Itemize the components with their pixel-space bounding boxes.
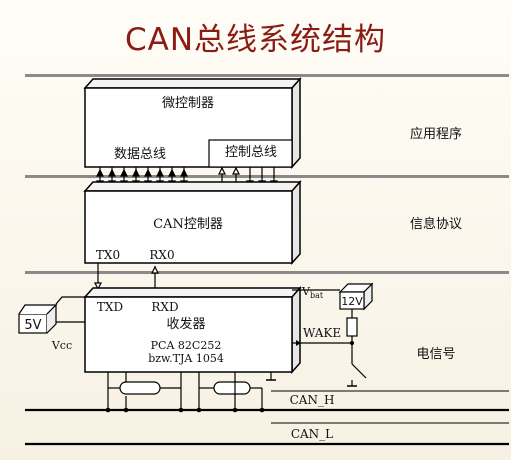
- tx0-label: TX0: [96, 248, 120, 262]
- can-bus-lines: CAN_H CAN_L: [25, 390, 509, 446]
- layer-label-protocol: 信息协议: [410, 216, 462, 232]
- termination-resistor-2: [213, 381, 251, 395]
- vcc-label: Vcc: [51, 339, 72, 352]
- vbat-label: Vbat: [301, 285, 324, 300]
- txd-label: TXD: [97, 300, 123, 314]
- separator-protocol-physical: [25, 271, 509, 274]
- layer-label-physical: 电信号: [416, 347, 455, 362]
- battery-wake-circuit: Vbat 12V WAKE: [266, 282, 374, 387]
- control-bus-label: 控制总线: [225, 145, 277, 160]
- separator-top: [25, 74, 509, 77]
- part-number-2: bzw.TJA 1054: [148, 352, 224, 365]
- can-controller-label: CAN控制器: [153, 217, 223, 232]
- layer-labels: 应用程序 信息协议 电信号: [410, 126, 462, 362]
- can-controller-box: [84, 190, 293, 264]
- can-controller-block: CAN控制器 TX0 RX0: [83, 180, 302, 265]
- txrx-lines: [94, 263, 159, 292]
- separator-app-protocol: [25, 175, 509, 178]
- rx0-label: RX0: [149, 248, 174, 262]
- can-l-label: CAN_L: [291, 427, 333, 441]
- wake-resistor: [346, 317, 358, 337]
- supply-5v-label: 5V: [24, 318, 41, 333]
- wake-switch: [351, 363, 367, 379]
- can-h-label: CAN_H: [290, 393, 335, 407]
- bus-termination: [107, 372, 263, 410]
- supply-12v-label: 12V: [341, 295, 363, 308]
- microcontroller-block: 微控制器 数据总线 控制总线: [83, 77, 302, 169]
- rxd-label: RXD: [151, 300, 178, 314]
- termination-resistor-1: [119, 381, 161, 395]
- transceiver-label: 收发器: [166, 316, 205, 332]
- supply-5v: 5V Vcc: [18, 296, 85, 352]
- layer-label-application: 应用程序: [410, 126, 462, 142]
- transceiver-block: TXD RXD 收发器 PCA 82C252 bzw.TJA 1054: [83, 286, 302, 374]
- microcontroller-label: 微控制器: [162, 96, 214, 111]
- wake-label: WAKE: [303, 326, 341, 340]
- slide-title: CAN总线系统结构: [124, 22, 387, 58]
- transceiver-box: [84, 296, 293, 373]
- part-number-1: PCA 82C252: [151, 339, 222, 352]
- layer-separators: [25, 74, 509, 274]
- data-bus-label: 数据总线: [114, 147, 166, 162]
